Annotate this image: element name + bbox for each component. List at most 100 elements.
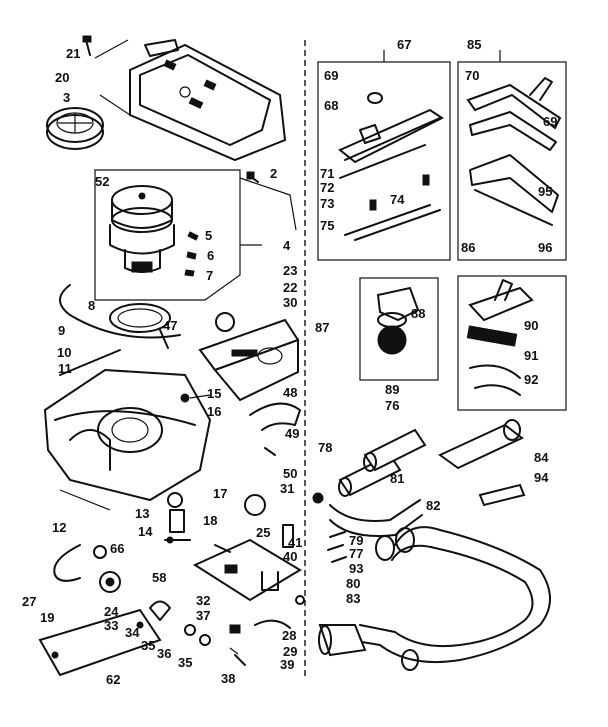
- callout-49: 49: [285, 426, 299, 441]
- callout-50: 50: [283, 466, 297, 481]
- callout-28: 28: [282, 628, 296, 643]
- callout-70: 70: [465, 68, 479, 83]
- filter-disc: [46, 107, 104, 150]
- callout-79: 79: [349, 533, 363, 548]
- callout-18: 18: [203, 513, 217, 528]
- callout-6: 6: [207, 248, 214, 263]
- callout-74: 74: [390, 192, 405, 207]
- callout-10: 10: [57, 345, 71, 360]
- hose: [349, 526, 551, 664]
- floor-tool: [338, 92, 444, 241]
- callout-71: 71: [320, 166, 334, 181]
- callout-84: 84: [534, 450, 549, 465]
- callout-35b: 35: [178, 655, 192, 670]
- callout-94: 94: [534, 470, 549, 485]
- extension-wands: [338, 428, 427, 497]
- bent-wand: [329, 499, 421, 522]
- callout-30: 30: [283, 295, 297, 310]
- rug-tool: [466, 77, 562, 226]
- callout-12: 12: [52, 520, 66, 535]
- callout-7: 7: [206, 268, 213, 283]
- callout-90: 90: [524, 318, 538, 333]
- callout-37: 37: [196, 608, 210, 623]
- callout-80: 80: [346, 576, 360, 591]
- gasket-ring: [109, 303, 171, 333]
- callout-40: 40: [283, 549, 297, 564]
- top-housing: [129, 39, 287, 162]
- callout-39: 39: [280, 657, 294, 672]
- callout-32: 32: [196, 593, 210, 608]
- callout-48: 48: [283, 385, 297, 400]
- motor-assembly: [94, 169, 241, 301]
- rug-tool-box: [457, 61, 567, 261]
- callout-93: 93: [349, 561, 363, 576]
- callout-17: 17: [213, 486, 227, 501]
- callout-87: 87: [315, 320, 329, 335]
- callout-58: 58: [152, 570, 166, 585]
- callout-95: 95: [538, 184, 552, 199]
- callout-72: 72: [320, 180, 334, 195]
- crevice-tool: [438, 423, 524, 470]
- bag-housing: [198, 318, 300, 402]
- handle: [249, 402, 301, 431]
- callout-81: 81: [390, 471, 404, 486]
- callout-25: 25: [256, 525, 270, 540]
- callout-9: 9: [58, 323, 65, 338]
- callout-96: 96: [538, 240, 552, 255]
- callout-16: 16: [207, 404, 221, 419]
- callout-11: 11: [58, 361, 72, 376]
- callout-67: 67: [397, 37, 411, 52]
- callout-38: 38: [221, 671, 235, 686]
- callout-69b: 69: [543, 114, 557, 129]
- callout-47: 47: [163, 318, 177, 333]
- dusting-brush: [376, 286, 420, 355]
- callout-66: 66: [110, 541, 124, 556]
- callout-35a: 35: [141, 638, 155, 653]
- canister-body: [43, 368, 212, 511]
- callout-15: 15: [207, 386, 221, 401]
- dusting-brush-box: [359, 277, 439, 381]
- callout-3: 3: [63, 90, 70, 105]
- callout-14: 14: [138, 524, 153, 539]
- callout-20: 20: [55, 70, 69, 85]
- callout-77: 77: [349, 546, 363, 561]
- callout-8: 8: [88, 298, 95, 313]
- callout-86: 86: [461, 240, 475, 255]
- callout-22: 22: [283, 280, 297, 295]
- callout-13: 13: [135, 506, 149, 521]
- callout-91: 91: [524, 348, 538, 363]
- callout-78: 78: [318, 440, 332, 455]
- callout-41: 41: [288, 535, 302, 550]
- callout-33: 33: [104, 618, 118, 633]
- callout-27: 27: [22, 594, 36, 609]
- callout-68: 68: [324, 98, 338, 113]
- callout-92: 92: [524, 372, 538, 387]
- upholstery-tool-box: [457, 275, 567, 411]
- callout-76: 76: [385, 398, 399, 413]
- callout-2: 2: [270, 166, 277, 181]
- callout-labels: 21 20 3 2 52 5 6 7 4 8 9 47 10 11 23 22 …: [22, 37, 557, 687]
- callout-23: 23: [283, 263, 297, 278]
- callout-82: 82: [426, 498, 440, 513]
- base-plate: [192, 538, 302, 602]
- callout-83: 83: [346, 591, 360, 606]
- wheel: [99, 571, 121, 593]
- callout-5: 5: [205, 228, 212, 243]
- callout-69a: 69: [324, 68, 338, 83]
- cord-wrap: [59, 284, 181, 339]
- callout-24: 24: [104, 604, 119, 619]
- callout-21: 21: [66, 46, 80, 61]
- nameplate: [38, 608, 162, 677]
- callout-52: 52: [95, 174, 109, 189]
- callout-34: 34: [125, 625, 140, 640]
- callout-75: 75: [320, 218, 334, 233]
- callout-85: 85: [467, 37, 481, 52]
- callout-31: 31: [280, 481, 294, 496]
- callout-89: 89: [385, 382, 399, 397]
- hose-end: [318, 624, 419, 671]
- power-cord: [53, 544, 81, 582]
- callout-73: 73: [320, 196, 334, 211]
- callout-36: 36: [157, 646, 171, 661]
- callout-62: 62: [106, 672, 120, 687]
